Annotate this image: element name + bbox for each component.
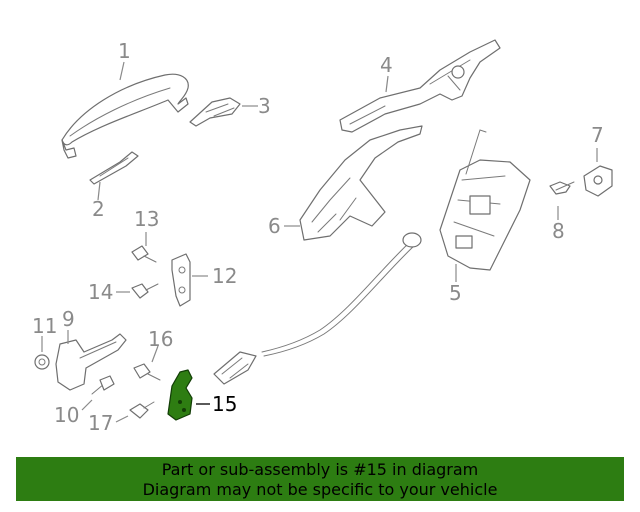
callout-5: 5 [449,281,462,305]
callout-7: 7 [591,123,604,147]
part-6-bracket [299,125,423,241]
part-2-gasket [89,151,139,185]
callout-10: 10 [54,403,79,427]
part-10-bolt [91,375,115,395]
parts-diagram: 1 2 3 4 5 6 7 8 9 10 11 12 13 14 16 17 1… [32,39,613,435]
part-16-bolt [133,363,161,381]
callout-6: 6 [268,214,281,238]
callout-13: 13 [134,207,159,231]
part-1-door-handle [61,73,189,159]
part-11-nut [34,354,50,370]
part-8-screw [549,181,575,195]
banner-line-2: Diagram may not be specific to your vehi… [142,480,498,499]
part-9-door-check [55,333,127,391]
callout-8: 8 [552,219,565,243]
callout-2: 2 [92,197,105,221]
part-7-striker [583,165,613,197]
callout-9: 9 [62,307,75,331]
part-cable [213,232,422,385]
callout-leaders [41,61,598,423]
callout-17: 17 [88,411,113,435]
part-4-handle-frame [339,39,501,133]
part-15-hinge-highlighted[interactable] [167,369,193,421]
banner-line-1: Part or sub-assembly is #15 in diagram [161,460,479,479]
part-12-bracket [171,253,191,307]
callout-3: 3 [258,94,271,118]
part-14-bolt [131,283,159,299]
callout-12: 12 [212,264,237,288]
callout-numbers: 1 2 3 4 5 6 7 8 9 10 11 12 13 14 16 17 1… [32,39,604,435]
part-3-handle-cap [189,97,241,127]
info-banner: Part or sub-assembly is #15 in diagram D… [16,457,624,501]
part-17-bolt [129,401,155,419]
callout-11: 11 [32,314,57,338]
callout-1: 1 [118,39,131,63]
callout-14: 14 [88,280,113,304]
callout-16: 16 [148,327,173,351]
part-13-bolt [131,245,157,263]
part-5-door-latch [439,129,531,271]
callout-4: 4 [380,53,393,77]
callout-15-highlighted[interactable]: 15 [212,392,237,416]
